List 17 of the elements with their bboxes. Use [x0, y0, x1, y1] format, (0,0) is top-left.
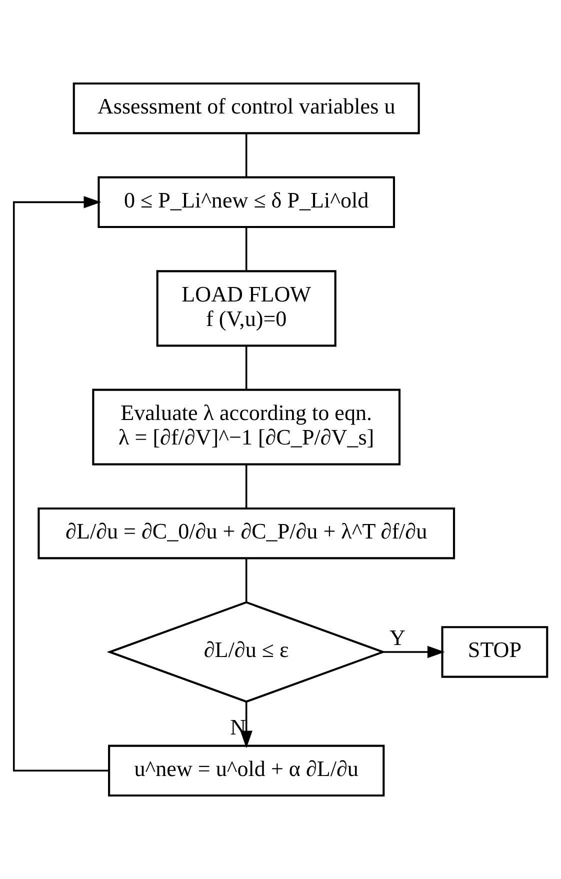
node-box: Evaluate λ according to eqn. λ = [∂f/∂V]^−1 [∂C_P/∂V_s]: [92, 388, 401, 466]
node-box: 0 ≤ P_Li^new ≤ δ P_Li^old: [98, 176, 396, 228]
connector: [245, 134, 248, 177]
node-box: STOP: [441, 626, 548, 678]
connector: [245, 346, 248, 390]
arrow: [240, 702, 252, 748]
arrow: [383, 646, 445, 658]
node-box: LOAD FLOW f (V,u)=0: [156, 270, 336, 347]
node-box: Assessment of control variables u: [72, 82, 420, 134]
node-box: u^new = u^old + α ∂L/∂u: [108, 744, 385, 797]
arrow: [12, 196, 108, 772]
node-box: ∂L/∂u = ∂C_0/∂u + ∂C_P/∂u + λ^T ∂f/∂u: [38, 507, 456, 560]
connector: [245, 227, 248, 271]
node-diamond: ∂L/∂u ≤ ε: [106, 601, 386, 703]
edge-label: Y: [390, 624, 406, 650]
connector: [245, 464, 248, 508]
connector: [245, 558, 248, 602]
